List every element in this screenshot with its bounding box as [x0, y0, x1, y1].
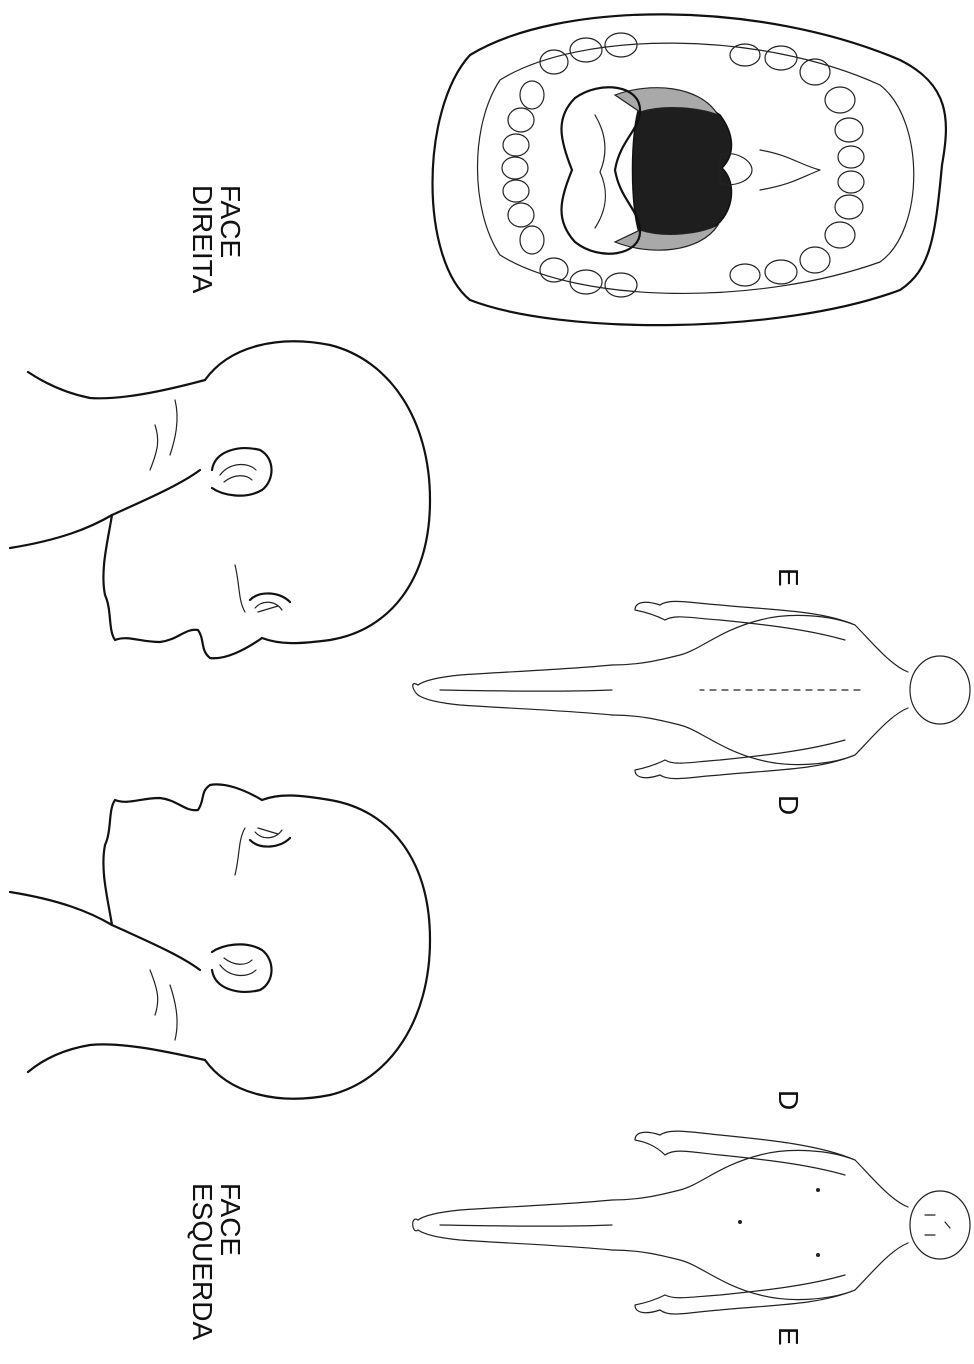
lower-teeth: [730, 44, 864, 286]
front-figure-hand-top: [635, 1132, 665, 1155]
neck-right-front: [10, 515, 112, 548]
neck-muscle-right: [150, 400, 177, 470]
eye-right: [255, 602, 282, 612]
eye-left: [255, 828, 282, 838]
face-left-label-line1: FACE: [216, 1183, 244, 1340]
front-figure-arm-top: [660, 1131, 855, 1175]
front-figure-torso: [612, 1150, 908, 1299]
face-right-label-line2: DIREITA: [188, 185, 216, 293]
face-left-label: FACE ESQUERDA: [188, 1183, 244, 1340]
neck-left-front: [10, 892, 112, 925]
back-figure-feet: [413, 684, 418, 695]
neck-right-back: [28, 372, 205, 398]
neck-left-back: [28, 1044, 205, 1072]
face-right-label-line1: FACE: [216, 185, 244, 293]
ear-left-detail: [220, 958, 256, 975]
face-left-label-line2: ESQUERDA: [188, 1183, 216, 1340]
open-mouth-illustration: [433, 14, 946, 325]
eyebrow-right: [250, 593, 290, 602]
eyebrow-left: [250, 838, 290, 847]
front-figure-label-top: D: [774, 1090, 802, 1110]
back-body-figure: [413, 601, 970, 778]
front-body-figure: [413, 1131, 970, 1314]
front-figure-feet: [413, 1219, 418, 1231]
back-figure-label-bottom: D: [774, 795, 802, 815]
front-figure-nipple-top: [816, 1188, 820, 1192]
back-figure-legs: [418, 665, 612, 715]
front-figure-nipple-bottom: [816, 1253, 820, 1257]
tongue-midline: [595, 115, 605, 228]
front-figure-navel: [738, 1220, 742, 1224]
front-figure-legs: [418, 1200, 612, 1250]
front-figure-hand-bottom: [635, 1295, 665, 1313]
back-figure-hand-top: [635, 602, 665, 620]
neck-muscle-left: [150, 970, 177, 1040]
back-figure-label-top: E: [774, 568, 802, 587]
left-profile-head: [10, 784, 430, 1098]
ear-left: [212, 944, 272, 991]
head-left-outline: [205, 795, 430, 1098]
back-figure-hand-bottom: [635, 760, 665, 778]
mouth-floor-lines: [760, 150, 820, 190]
face-right-label: FACE DIREITA: [188, 185, 244, 293]
jaw-left: [112, 925, 200, 970]
mouth-throat: [633, 100, 732, 240]
cheek-right: [235, 565, 245, 612]
right-profile-head: [10, 341, 430, 658]
front-figure-head: [910, 1191, 970, 1259]
ear-right: [212, 448, 272, 495]
back-figure-head: [910, 656, 970, 724]
head-right-outline: [205, 341, 430, 643]
jaw-right: [112, 470, 200, 515]
ear-right-detail: [220, 465, 256, 482]
front-figure-label-bottom: E: [774, 1327, 802, 1346]
front-figure-face: [925, 1215, 950, 1235]
cheek-left: [235, 828, 245, 875]
